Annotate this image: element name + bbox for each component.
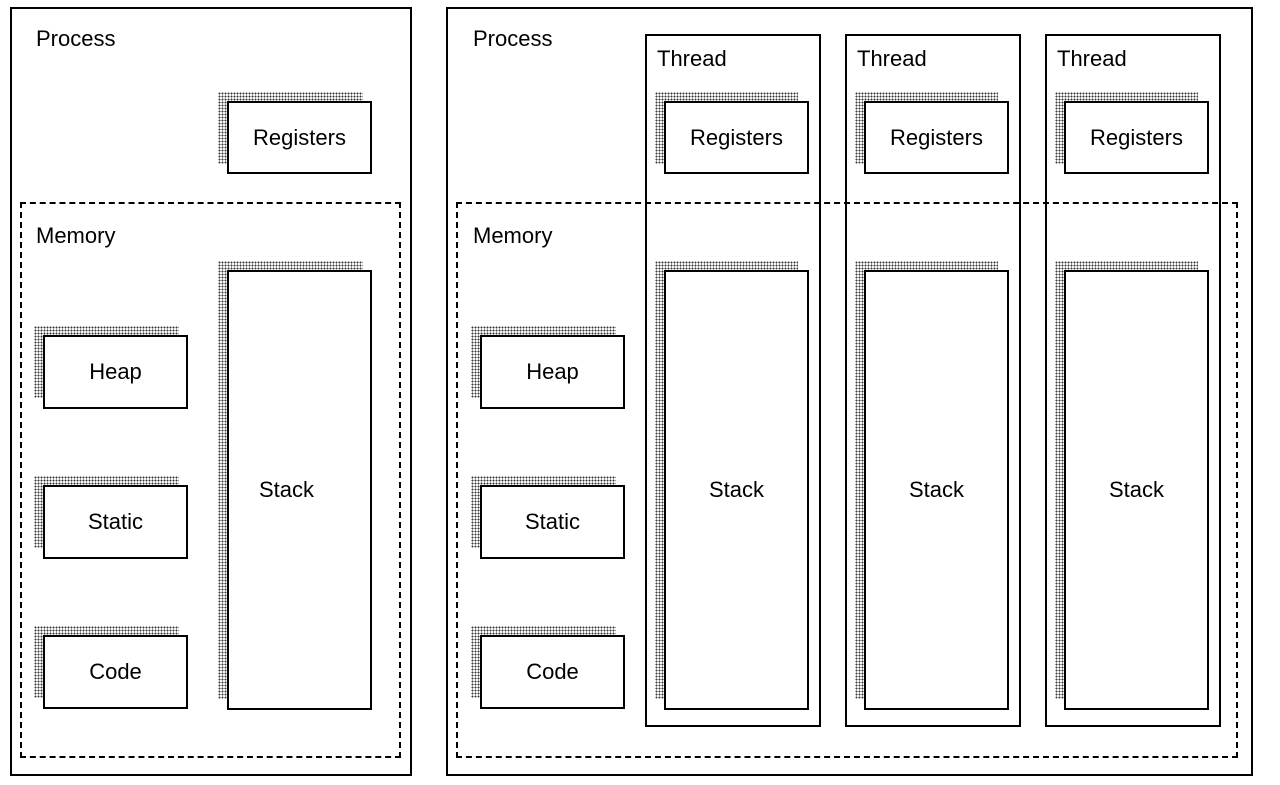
code-label: Code <box>526 659 579 684</box>
stack-label: Stack <box>259 477 315 502</box>
code-box: Code <box>480 635 625 709</box>
stack-box: Stack <box>864 270 1009 710</box>
registers-box: Registers <box>1064 101 1209 174</box>
stack-label: Stack <box>708 477 765 502</box>
process-label: Process <box>36 26 116 51</box>
stack-box: Stack <box>1064 270 1209 710</box>
registers-box: Registers <box>227 101 372 174</box>
code-label: Code <box>89 659 142 684</box>
code-box: Code <box>43 635 188 709</box>
memory-region <box>20 202 401 758</box>
static-box: Static <box>43 485 188 559</box>
memory-label: Memory <box>36 223 116 248</box>
registers-label: Registers <box>1090 124 1183 150</box>
heap-label: Heap <box>89 359 142 384</box>
thread-label: Thread <box>657 46 727 71</box>
registers-label: Registers <box>890 124 983 150</box>
heap-box: Heap <box>480 335 625 409</box>
stack-label: Stack <box>1108 477 1165 502</box>
static-box: Static <box>480 485 625 559</box>
thread-label: Thread <box>857 46 927 71</box>
registers-box: Registers <box>664 101 809 174</box>
registers-box: Registers <box>864 101 1009 174</box>
process-label: Process <box>473 26 553 51</box>
thread-frame <box>845 34 1021 727</box>
thread-label: Thread <box>1057 46 1127 71</box>
thread-frame <box>1045 34 1221 727</box>
heap-box: Heap <box>43 335 188 409</box>
stack-box: Stack <box>664 270 809 710</box>
stack-label: Stack <box>908 477 965 502</box>
stack-box: Stack <box>227 270 372 710</box>
thread-frame <box>645 34 821 727</box>
single-threaded-process <box>10 7 412 776</box>
static-label: Static <box>524 509 581 534</box>
heap-label: Heap <box>526 359 579 384</box>
registers-label: Registers <box>253 124 346 150</box>
multi-threaded-process <box>446 7 1253 776</box>
memory-label: Memory <box>473 223 553 248</box>
registers-label: Registers <box>690 124 783 150</box>
memory-region <box>456 202 1238 758</box>
static-label: Static <box>87 509 144 534</box>
